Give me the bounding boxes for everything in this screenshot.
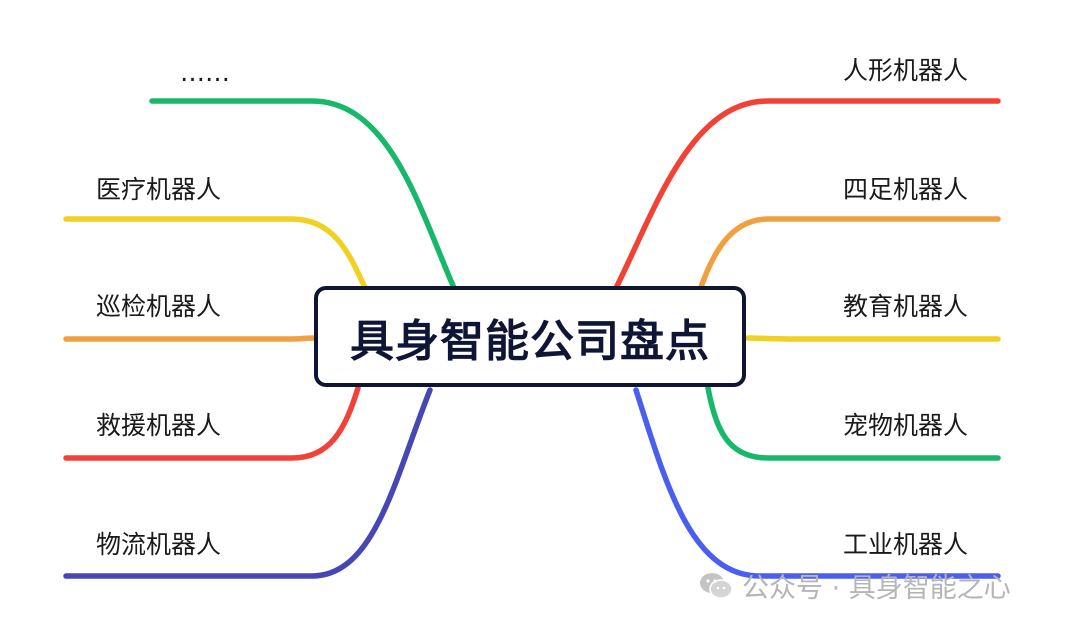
branch-label-medical: 医疗机器人: [96, 175, 222, 204]
branch-right-industrial: [633, 387, 1001, 579]
branch-left-medical: [63, 216, 369, 293]
wechat-icon: [700, 572, 733, 599]
branch-left-inspection: [63, 335, 319, 342]
branch-label-rescue: 救援机器人: [96, 411, 222, 440]
central-topic-box: 具身智能公司盘点: [314, 286, 746, 387]
branch-left-more: [149, 98, 457, 291]
watermark-text: 公众号 · 具身智能之心: [742, 573, 1011, 604]
branch-label-logistics: 物流机器人: [96, 530, 222, 559]
branch-right-quadruped: [697, 216, 1001, 293]
branch-label-quadruped: 四足机器人: [842, 175, 968, 204]
branch-left-logistics: [63, 387, 433, 579]
branch-label-inspection: 巡检机器人: [96, 292, 222, 321]
branch-label-education: 教育机器人: [842, 292, 968, 321]
watermark: 公众号 · 具身智能之心: [698, 566, 1011, 605]
branch-label-pet: 宠物机器人: [842, 411, 968, 440]
branch-label-more: ……: [180, 58, 230, 87]
central-topic-title: 具身智能公司盘点: [350, 315, 710, 367]
branch-right-education: [745, 335, 1001, 342]
branch-right-humanoid: [613, 98, 1001, 291]
branch-left-rescue: [63, 385, 361, 461]
branch-label-humanoid: 人形机器人: [842, 56, 968, 85]
branch-label-industrial: 工业机器人: [842, 530, 968, 559]
branch-right-pet: [705, 385, 1001, 461]
